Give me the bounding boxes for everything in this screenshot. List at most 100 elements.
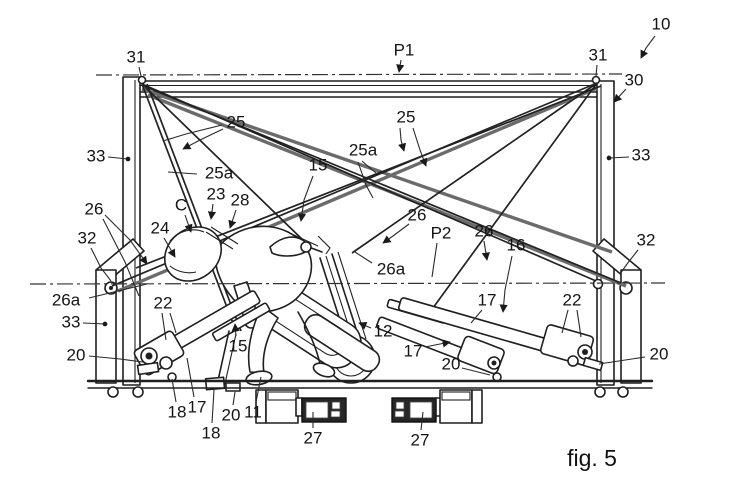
leader-line-33 bbox=[107, 156, 131, 162]
leader-line-26a bbox=[88, 283, 148, 299]
ref-label-30: 30 bbox=[625, 71, 644, 90]
ref-label-26: 26 bbox=[408, 206, 427, 225]
axis-P2 bbox=[29, 282, 666, 285]
right-post bbox=[596, 80, 615, 386]
leader-line-20 bbox=[598, 356, 646, 365]
ref-label-32: 32 bbox=[637, 231, 656, 250]
ref-label-15: 15 bbox=[229, 337, 248, 356]
leader-line-17 bbox=[470, 309, 483, 324]
ref-label-25a: 25a bbox=[205, 164, 234, 183]
ref-label-28: 28 bbox=[231, 191, 250, 210]
platform-11 bbox=[86, 379, 654, 424]
ref-label-24: 24 bbox=[151, 219, 170, 238]
leader-line-15 bbox=[231, 323, 240, 337]
leader-line-24 bbox=[163, 237, 176, 258]
leader-line-22 bbox=[161, 312, 167, 341]
leader-line-28 bbox=[228, 209, 237, 229]
leader-line-17 bbox=[186, 357, 195, 398]
leader-line-20 bbox=[88, 355, 144, 363]
roller bbox=[617, 386, 629, 398]
leader-line-23 bbox=[207, 203, 217, 220]
leader-line-27 bbox=[420, 411, 424, 431]
ref-label-17: 17 bbox=[478, 291, 497, 310]
leader-line-31 bbox=[595, 64, 598, 77]
ref-label-17: 17 bbox=[188, 398, 207, 417]
ref-label-17: 17 bbox=[404, 342, 423, 361]
leader-line-11 bbox=[255, 376, 262, 403]
leader-line-32 bbox=[619, 249, 639, 275]
right-mount-20 bbox=[582, 356, 604, 372]
leader-line-32 bbox=[90, 247, 112, 282]
left-bracket-32 bbox=[95, 238, 145, 384]
leader-line-15 bbox=[297, 175, 314, 222]
leader-line-25a bbox=[361, 160, 377, 174]
ref-label-27: 27 bbox=[411, 431, 430, 450]
leader-line-20 bbox=[461, 367, 491, 376]
right-box-27 bbox=[391, 389, 483, 424]
ref-label-26: 26 bbox=[85, 200, 104, 219]
leader-line-12 bbox=[358, 322, 372, 330]
left-anchor-31 bbox=[137, 75, 147, 85]
roller bbox=[594, 386, 606, 398]
ref-label-22: 22 bbox=[563, 291, 582, 310]
cable-25-2 bbox=[146, 83, 242, 332]
ref-label-15: 15 bbox=[309, 156, 328, 175]
ref-label-C: C bbox=[175, 196, 187, 215]
cable-25a bbox=[141, 87, 613, 254]
left-post bbox=[122, 76, 141, 386]
leader-line-25 bbox=[162, 124, 223, 142]
ref-label-25: 25 bbox=[397, 108, 416, 127]
left-box-27 bbox=[255, 389, 347, 424]
leader-line-26 bbox=[102, 218, 140, 297]
leader-line-33 bbox=[606, 155, 630, 161]
axis-P1 bbox=[95, 73, 623, 76]
ref-label-33: 33 bbox=[62, 313, 81, 332]
leader-line-10 bbox=[640, 35, 656, 59]
leader-line-30 bbox=[613, 88, 627, 103]
leader-line-C bbox=[184, 214, 193, 233]
ref-label-26: 26 bbox=[475, 222, 494, 241]
ref-label-23: 23 bbox=[207, 185, 226, 204]
ref-label-18: 18 bbox=[168, 403, 187, 422]
leader-line-22 bbox=[576, 309, 582, 338]
roller bbox=[132, 386, 144, 398]
cable-26-2 bbox=[429, 82, 598, 313]
ref-label-26a: 26a bbox=[52, 291, 81, 310]
ref-label-22: 22 bbox=[154, 294, 173, 313]
leader-line-26a bbox=[354, 251, 373, 264]
ref-label-31: 31 bbox=[589, 46, 608, 65]
ref-label-27: 27 bbox=[304, 429, 323, 448]
leader-line-26 bbox=[104, 214, 148, 265]
leader-line-33 bbox=[82, 321, 108, 327]
leader-line-P2 bbox=[431, 242, 438, 278]
ref-label-16: 16 bbox=[507, 236, 526, 255]
ref-label-33: 33 bbox=[632, 146, 651, 165]
leader-line-25a bbox=[357, 161, 374, 199]
engine-cylinder bbox=[303, 313, 381, 373]
leader-line-16 bbox=[499, 255, 513, 313]
ref-label-31: 31 bbox=[127, 48, 146, 67]
ref-label-11: 11 bbox=[244, 403, 262, 422]
cable-25 bbox=[141, 83, 237, 332]
ref-label-33: 33 bbox=[87, 147, 106, 166]
ref-label-26a: 26a bbox=[377, 260, 406, 279]
ref-label-18: 18 bbox=[202, 424, 221, 443]
ref-label-12: 12 bbox=[374, 322, 393, 341]
right-lower-actuator-17 bbox=[375, 316, 505, 382]
ref-label-25a: 25a bbox=[349, 141, 378, 160]
figure-caption: fig. 5 bbox=[567, 445, 617, 471]
leader-line-26 bbox=[382, 223, 410, 244]
ref-label-32: 32 bbox=[78, 229, 97, 248]
leader-line-18 bbox=[171, 378, 177, 403]
roller bbox=[107, 386, 119, 398]
ref-label-20: 20 bbox=[442, 355, 461, 374]
cables bbox=[111, 82, 627, 332]
leader-line-25 bbox=[398, 127, 407, 152]
ref-label-P1: P1 bbox=[394, 41, 415, 60]
ref-label-P2: P2 bbox=[431, 224, 452, 243]
leader-line-25 bbox=[182, 128, 224, 150]
leader-line-22 bbox=[561, 309, 569, 334]
ref-label-20: 20 bbox=[650, 345, 669, 364]
